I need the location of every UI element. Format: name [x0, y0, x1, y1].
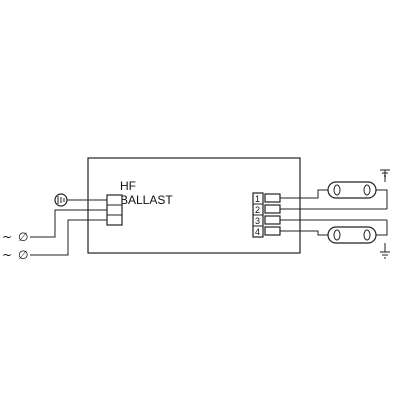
fluorescent-lamp	[327, 181, 377, 199]
terminal-number-1: 1	[255, 194, 260, 204]
fluorescent-lamp-2	[327, 226, 377, 244]
connector-symbol-1: ∅	[18, 230, 28, 244]
connector-symbol-2: ∅	[18, 248, 28, 262]
ground-symbol-top	[380, 169, 390, 182]
terminal-number-4: 4	[255, 227, 260, 237]
terminal-contact-4	[264, 226, 281, 236]
input-terminal-block	[106, 194, 123, 226]
ac-symbol-2: ~	[2, 248, 12, 262]
ac-symbol-1: ~	[2, 230, 12, 244]
mains-wiring	[30, 209, 107, 256]
terminal-contact-1	[264, 193, 281, 203]
mains-input: ~ ∅ ~ ∅	[2, 230, 28, 262]
terminal-number-2: 2	[255, 205, 260, 215]
terminal-contact-3	[264, 215, 281, 225]
terminal-number-3: 3	[255, 216, 260, 226]
terminal-contact-2	[264, 204, 281, 214]
ballast-label-line1: HF	[120, 179, 136, 193]
earth-ground-symbol	[54, 193, 107, 207]
ballast-label-line2: BALLAST	[120, 193, 173, 207]
ground-symbol-bottom	[380, 243, 390, 259]
